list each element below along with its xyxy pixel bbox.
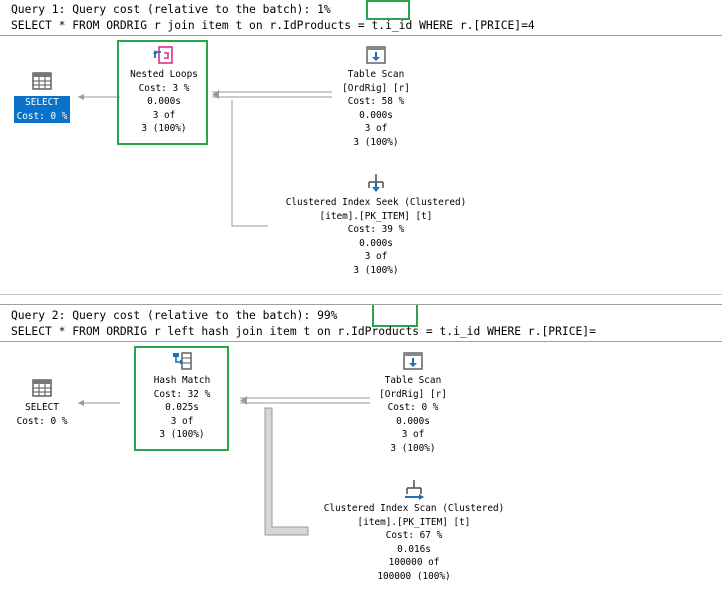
query1-scan-cost: Cost: 58 % [347,96,405,107]
query2-select-label: SELECT [25,402,59,413]
query1-join-label: Nested Loops [130,69,198,80]
query1-select-cost: Cost: 0 % [16,110,68,122]
panel-divider-line-bottom [0,304,722,305]
query1-join-highlight [117,40,208,145]
query1-join-cost: Cost: 3 % [138,82,190,94]
query2-cost-highlight [372,305,418,327]
query1-join-time: 0.000s [147,96,181,107]
query1-scan-time: 0.000s [359,109,393,121]
table-scan-icon [403,352,423,370]
query1-sql-text: SELECT * FROM ORDRIG r join item t on r.… [11,19,535,32]
query2-join-label: Hash Match [153,375,211,386]
query2-scan-cost: Cost: 0 % [387,402,439,413]
query2-header-separator [0,341,722,342]
select-table-icon [32,72,52,90]
query2-scan-rows: 3 of [401,429,425,440]
nested-loops-icon [153,46,173,64]
query1-cost-line: Query 1: Query cost (relative to the bat… [11,2,331,17]
select-table-icon [32,379,52,397]
query1-select-node[interactable]: SELECT Cost: 0 % [6,70,78,123]
query1-nested-loops-node[interactable]: Nested Loops Cost: 3 % 0.000s 3 of 3 (10… [118,44,210,136]
query1-seek-est: 3 (100%) [353,264,399,276]
query2-cost-line: Query 2: Query cost (relative to the bat… [11,308,337,323]
query2-scan-time: 0.000s [396,415,430,427]
query1-cost-prefix: Query 1: Query cost (relative to the bat… [11,3,311,16]
query2-seek-rows: 100000 of [388,557,440,568]
query2-seek-label: Clustered Index Scan (Clustered) [323,503,505,514]
query2-index-scan-node[interactable]: Clustered Index Scan (Clustered) [item].… [300,478,528,583]
query1-scan-object: [OrdRig] [r] [342,82,410,94]
query1-header-separator [0,35,722,36]
query2-table-scan-node[interactable]: Table Scan [OrdRig] [r] Cost: 0 % 0.000s… [367,350,459,455]
query1-index-seek-node[interactable]: Clustered Index Seek (Clustered) [item].… [262,172,490,277]
panel-divider-line-top [0,294,722,295]
query2-join-rows: 3 of [170,415,194,427]
hash-match-icon [173,352,192,370]
query2-hash-match-node[interactable]: Hash Match Cost: 32 % 0.025s 3 of 3 (100… [136,350,228,442]
query2-join-time: 0.025s [165,402,199,413]
query1-scan-rows: 3 of [364,123,388,134]
query1-select-label: SELECT [25,97,59,108]
query2-join-est: 3 (100%) [159,429,205,440]
panel-divider [0,293,722,305]
query2-connectors [78,396,370,536]
query1-cost-value: 1% [317,3,331,16]
query1-table-scan-node[interactable]: Table Scan [OrdRig] [r] Cost: 58 % 0.000… [330,44,422,149]
query2-seek-time: 0.016s [397,543,431,555]
query2-cost-value: 99% [317,309,338,322]
query2-plan-panel[interactable]: Query 2: Query cost (relative to the bat… [0,305,722,589]
query2-scan-est: 3 (100%) [390,442,436,454]
query2-cost-prefix: Query 2: Query cost (relative to the bat… [11,309,311,322]
query2-select-cost: Cost: 0 % [16,415,68,427]
query2-seek-object: [item].[PK_ITEM] [t] [357,516,471,528]
query1-seek-object: [item].[PK_ITEM] [t] [319,210,433,222]
query2-seek-cost: Cost: 67 % [385,530,443,541]
query2-join-cost: Cost: 32 % [153,388,211,400]
query1-plan-panel[interactable]: Query 1: Query cost (relative to the bat… [0,0,722,293]
query2-join-highlight [134,346,229,451]
query1-join-rows: 3 of [152,109,176,121]
query1-scan-est: 3 (100%) [353,136,399,148]
query1-seek-time: 0.000s [359,237,393,249]
query1-connectors [78,90,332,227]
query2-select-node[interactable]: SELECT Cost: 0 % [6,377,78,428]
table-scan-icon [366,46,386,64]
query1-select-box[interactable]: SELECT Cost: 0 % [13,96,71,123]
query1-seek-rows: 3 of [364,251,388,262]
query1-seek-label: Clustered Index Seek (Clustered) [285,197,467,208]
query2-sql-text: SELECT * FROM ORDRIG r left hash join it… [11,325,596,338]
query1-scan-label: Table Scan [347,69,405,80]
query1-cost-highlight [366,0,410,20]
query2-scan-label: Table Scan [384,375,442,386]
query2-seek-est: 100000 (100%) [377,570,451,582]
clustered-index-scan-icon [405,480,424,500]
query1-join-est: 3 (100%) [141,123,187,134]
query1-seek-cost: Cost: 39 % [347,224,405,235]
query2-scan-object: [OrdRig] [r] [379,388,447,400]
clustered-index-seek-icon [368,174,384,192]
